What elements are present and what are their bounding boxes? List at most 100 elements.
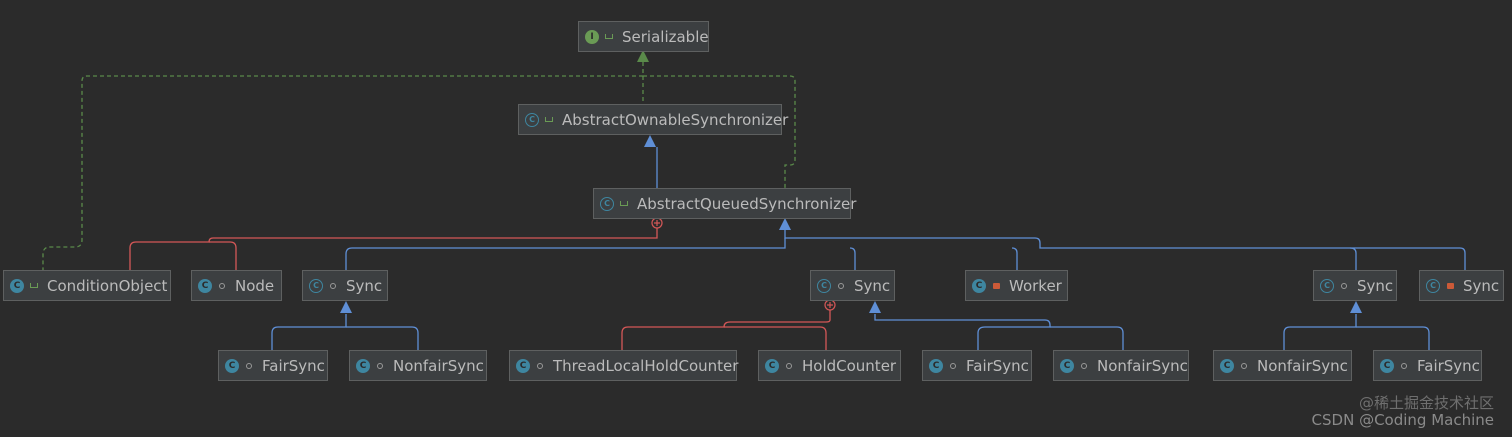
package-private-icon	[1339, 281, 1349, 291]
node-nonfair-sync-b[interactable]: C NonfairSync	[1053, 350, 1189, 381]
edge-condition-object-inner-aqs	[129, 228, 658, 270]
node-fair-sync-b[interactable]: C FairSync	[922, 350, 1032, 381]
node-label: FairSync	[262, 356, 325, 375]
package-private-icon	[217, 281, 227, 291]
node-label: Node	[235, 276, 275, 295]
node-label: ThreadLocalHoldCounter	[553, 356, 739, 375]
node-nonfair-sync-a[interactable]: C NonfairSync	[349, 350, 487, 381]
abstract-class-icon: C	[1320, 278, 1334, 293]
abstract-class-icon: C	[309, 278, 323, 293]
private-lock-icon	[1445, 281, 1455, 291]
node-label: ConditionObject	[47, 276, 168, 295]
node-label: Sync	[854, 276, 891, 295]
private-lock-icon	[991, 281, 1001, 291]
class-icon: C	[972, 278, 986, 293]
class-icon: C	[1060, 358, 1074, 373]
node-hold-counter[interactable]: C HoldCounter	[758, 350, 901, 381]
arrow-aqs	[779, 218, 791, 230]
node-fair-sync-a[interactable]: C FairSync	[218, 350, 328, 381]
edge-condition-object-implements-serializable	[42, 75, 643, 270]
node-sync-a[interactable]: C Sync	[302, 270, 388, 301]
class-icon: C	[10, 278, 24, 293]
class-icon: C	[1380, 358, 1394, 373]
package-private-icon	[784, 361, 794, 371]
class-icon: C	[198, 278, 212, 293]
node-sync-d[interactable]: C Sync	[1419, 270, 1504, 301]
inner-class-marker-sync-b	[824, 299, 836, 311]
arrow-serializable	[637, 50, 649, 62]
abstract-class-icon: C	[817, 278, 831, 293]
node-thread-local-hold-counter[interactable]: C ThreadLocalHoldCounter	[509, 350, 739, 381]
node-node[interactable]: C Node	[191, 270, 282, 301]
public-icon	[29, 281, 39, 291]
node-serializable[interactable]: I Serializable	[578, 21, 709, 52]
package-private-icon	[328, 281, 338, 291]
edge-thread-local-hold-counter-inner-sync-b	[621, 310, 831, 350]
public-icon	[544, 115, 554, 125]
node-label: Sync	[346, 276, 383, 295]
edge-nonfair-sync-b-extends-sync-b	[1050, 326, 1124, 350]
edge-nonfair-sync-c-extends-sync-c	[1283, 314, 1357, 350]
class-icon: C	[765, 358, 779, 373]
node-label: Sync	[1357, 276, 1394, 295]
package-private-icon	[948, 361, 958, 371]
node-label: AbstractOwnableSynchronizer	[562, 110, 789, 129]
package-private-icon	[1239, 361, 1249, 371]
package-private-icon	[1399, 361, 1409, 371]
class-icon: C	[225, 358, 239, 373]
package-private-icon	[375, 361, 385, 371]
arrow-sync-a	[340, 301, 352, 313]
edge-nonfair-sync-a-extends-sync-a	[346, 326, 419, 350]
node-sync-b[interactable]: C Sync	[810, 270, 895, 301]
watermark-line-2: CSDN @Coding Machine	[1311, 411, 1494, 429]
node-label: Sync	[1463, 276, 1500, 295]
class-icon: C	[1220, 358, 1234, 373]
node-label: HoldCounter	[802, 356, 897, 375]
arrow-sync-c	[1350, 301, 1362, 313]
abstract-class-icon: C	[525, 112, 539, 127]
node-condition-object[interactable]: C ConditionObject	[3, 270, 171, 301]
edge-fair-sync-b-extends-sync-b	[874, 314, 1051, 350]
edge-sync-c-extends-aqs	[1349, 247, 1357, 270]
node-label: Serializable	[622, 27, 709, 46]
public-icon	[619, 199, 629, 209]
edge-sync-b-extends-aqs	[849, 247, 856, 270]
edge-node-inner-aqs	[209, 241, 237, 270]
node-label: FairSync	[1417, 356, 1480, 375]
package-private-icon	[836, 281, 846, 291]
abstract-class-icon: C	[600, 196, 614, 211]
node-sync-c[interactable]: C Sync	[1313, 270, 1397, 301]
class-icon: C	[356, 358, 370, 373]
node-abstract-queued-synchronizer[interactable]: C AbstractQueuedSynchronizer	[593, 188, 856, 219]
node-nonfair-sync-c[interactable]: C NonfairSync	[1213, 350, 1352, 381]
inner-class-marker-aqs	[651, 217, 663, 229]
edge-sync-a-extends-aqs	[345, 238, 786, 270]
edge-worker-extends-aqs	[1011, 247, 1018, 270]
class-icon: C	[516, 358, 530, 373]
edge-fair-sync-a-extends-sync-a	[271, 314, 347, 350]
node-label: NonfairSync	[1257, 356, 1348, 375]
edge-fair-sync-c-extends-sync-c	[1356, 326, 1430, 350]
node-label: NonfairSync	[1097, 356, 1188, 375]
edge-sync-d-extends-aqs	[784, 230, 1466, 270]
package-private-icon	[535, 361, 545, 371]
edge-aqs-implements-serializable	[643, 75, 796, 188]
public-icon	[604, 32, 614, 42]
node-fair-sync-c[interactable]: C FairSync	[1373, 350, 1482, 381]
interface-icon: I	[585, 29, 599, 44]
arrow-aos	[644, 135, 656, 147]
package-private-icon	[1079, 361, 1089, 371]
node-abstract-ownable-synchronizer[interactable]: C AbstractOwnableSynchronizer	[518, 104, 788, 135]
node-worker[interactable]: C Worker	[965, 270, 1068, 301]
watermark-line-1: @稀土掘金技术社区	[1358, 394, 1494, 412]
arrow-sync-b	[869, 301, 881, 313]
edge-hold-counter-inner-sync-b	[724, 326, 827, 350]
node-label: NonfairSync	[393, 356, 484, 375]
node-label: AbstractQueuedSynchronizer	[637, 194, 857, 213]
watermark: @稀土掘金技术社区 CSDN @Coding Machine	[1312, 395, 1494, 429]
node-label: FairSync	[966, 356, 1029, 375]
node-label: Worker	[1009, 276, 1062, 295]
abstract-class-icon: C	[1426, 278, 1440, 293]
